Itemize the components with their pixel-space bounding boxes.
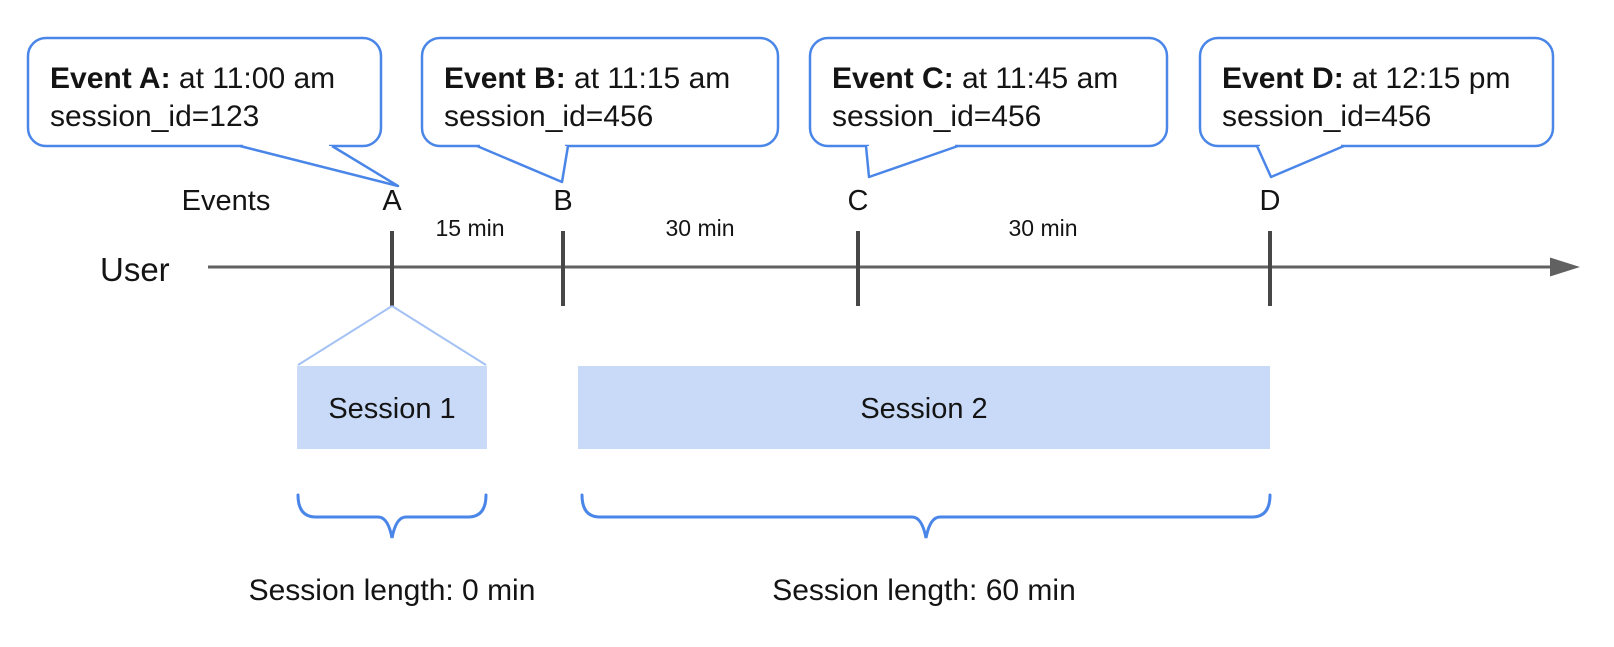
callout-tail — [1255, 144, 1345, 179]
callout-text: Event C: at 11:45 am session_id=456 — [832, 62, 1127, 133]
event-d-callout: Event D: at 12:15 pm session_id=456 — [1198, 36, 1555, 179]
event-label-c: C — [848, 185, 869, 217]
interval-label: 15 min — [435, 215, 504, 241]
event-title: Event A: — [50, 62, 171, 95]
session-2-label: Session 2 — [860, 393, 987, 425]
event-a-callout: Event A: at 11:00 am session_id=123 — [26, 36, 400, 188]
callout-tail — [864, 144, 959, 179]
event-label-a: A — [382, 185, 402, 217]
callout-box — [420, 36, 780, 148]
session-2-length-label: Session length: 60 min — [772, 574, 1076, 607]
event-c-callout: Event C: at 11:45 am session_id=456 — [808, 36, 1169, 179]
interval-label: 30 min — [665, 215, 734, 241]
callout-tail — [239, 144, 400, 188]
session-1-label: Session 1 — [328, 393, 455, 425]
session-1-brace — [296, 493, 488, 539]
event-title: Event D: — [1222, 62, 1344, 95]
callout-box — [808, 36, 1169, 148]
callout-text: Event B: at 11:15 am session_id=456 — [444, 62, 739, 133]
event-time: at 12:15 pm — [1352, 62, 1510, 95]
session-1-bar — [297, 366, 487, 449]
event-b-callout: Event B: at 11:15 am session_id=456 — [420, 36, 780, 184]
session-2-brace — [580, 493, 1272, 539]
callout-text: Event A: at 11:00 am session_id=123 — [50, 62, 343, 133]
callout-box — [26, 36, 383, 148]
event-label-d: D — [1260, 185, 1281, 217]
event-time: at 11:15 am — [574, 62, 730, 95]
event-session-id: session_id=456 — [444, 100, 653, 133]
timeline — [208, 231, 1580, 306]
interval-label: 30 min — [1008, 215, 1077, 241]
user-row-label: User — [100, 251, 170, 288]
event-title: Event B: — [444, 62, 566, 95]
callout-box — [1198, 36, 1555, 148]
event-time: at 11:45 am — [962, 62, 1118, 95]
event-label-b: B — [553, 185, 572, 217]
event-session-id: session_id=123 — [50, 100, 259, 133]
session-funnel-line-right — [391, 305, 487, 366]
session-2-bar — [578, 366, 1270, 449]
callout-text: Event D: at 12:15 pm session_id=456 — [1222, 62, 1519, 133]
arrow-right-icon — [1550, 257, 1580, 277]
session-1-length-label: Session length: 0 min — [249, 574, 536, 607]
event-title: Event C: — [832, 62, 954, 95]
session-funnel-line-left — [297, 305, 393, 366]
event-session-id: session_id=456 — [832, 100, 1041, 133]
events-row-label: Events — [182, 185, 271, 217]
callout-tail — [476, 144, 570, 184]
event-time: at 11:00 am — [179, 62, 335, 95]
event-session-id: session_id=456 — [1222, 100, 1431, 133]
